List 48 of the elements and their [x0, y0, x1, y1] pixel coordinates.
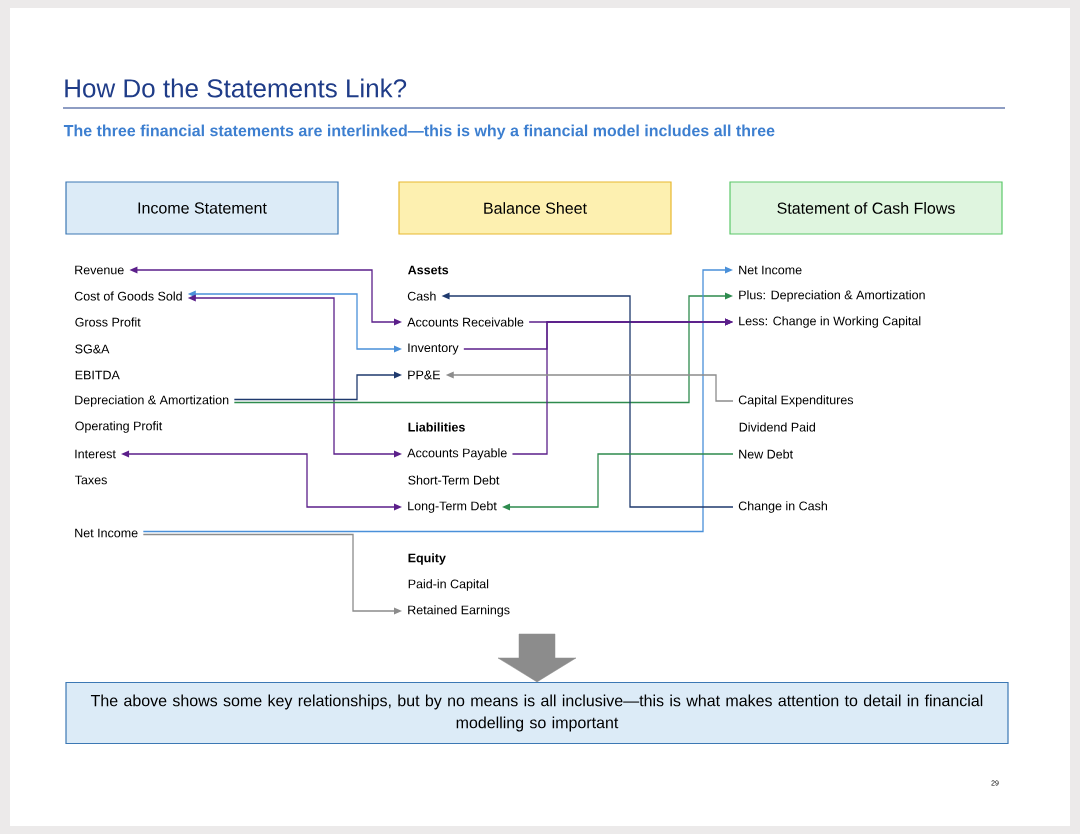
line-item: Plus: Depreciation & Amortization — [739, 290, 925, 302]
subtitle: The three financial statements are interlinked—this is why a financial model includes all three — [63, 124, 775, 140]
line-item: Capital Expenditures — [738, 395, 854, 407]
line-item: EBITDA — [75, 370, 120, 380]
header-box: Statement of Cash Flows — [729, 181, 1003, 235]
line-item: Inventory — [408, 343, 459, 355]
connector-arrow — [233, 371, 402, 401]
connector-arrow — [441, 292, 734, 508]
section-heading: Equity — [408, 553, 446, 565]
connector-arrow — [142, 533, 402, 615]
line-item: Revenue — [75, 265, 124, 275]
line-item: Accounts Payable — [407, 448, 507, 460]
connector-arrow — [129, 266, 402, 326]
line-item: SG&A — [75, 344, 110, 354]
line-item: Accounts Receivable — [407, 317, 524, 327]
line-item: New Debt — [739, 449, 793, 459]
line-item: Cash — [407, 291, 436, 301]
line-item: Gross Profit — [75, 317, 141, 327]
line-item: Paid-in Capital — [408, 579, 489, 591]
line-item: Net Income — [739, 265, 802, 275]
note-box: The above shows some key relationships, but by no means is all inclusive—this is what makes attention to detail in financial modelling so important — [65, 681, 1009, 745]
connector-arrow — [142, 266, 733, 533]
section-heading: Assets — [408, 265, 449, 275]
line-item: PP&E — [408, 370, 440, 380]
block-arrow — [497, 633, 577, 683]
line-item: Long-Term Debt — [408, 501, 497, 513]
line-item: Cost of Goods Sold — [74, 291, 182, 301]
header-box: Income Statement — [65, 181, 339, 235]
section-heading: Liabilities — [408, 422, 465, 432]
line-item: Dividend Paid — [739, 422, 815, 432]
line-item: Operating Profit — [75, 421, 163, 433]
connector-arrow — [121, 450, 402, 511]
connector-arrow — [187, 290, 402, 353]
line-item: Depreciation & Amortization — [75, 395, 229, 407]
line-item: Short-Term Debt — [408, 475, 500, 485]
connector-arrow — [187, 294, 402, 458]
connector-arrow — [233, 292, 733, 404]
line-item: Less: Change in Working Capital — [739, 316, 921, 328]
header-box: Balance Sheet — [398, 181, 672, 235]
line-item: Interest — [75, 449, 116, 459]
connector-arrow — [502, 453, 734, 511]
line-item: Net Income — [75, 528, 138, 538]
title: How Do the Statements Link? — [65, 78, 407, 98]
line-item: Taxes — [75, 475, 107, 485]
line-item: Change in Cash — [738, 501, 827, 513]
connector-arrow — [511, 318, 733, 455]
line-item: Retained Earnings — [408, 605, 510, 617]
connector-arrow — [445, 371, 734, 402]
